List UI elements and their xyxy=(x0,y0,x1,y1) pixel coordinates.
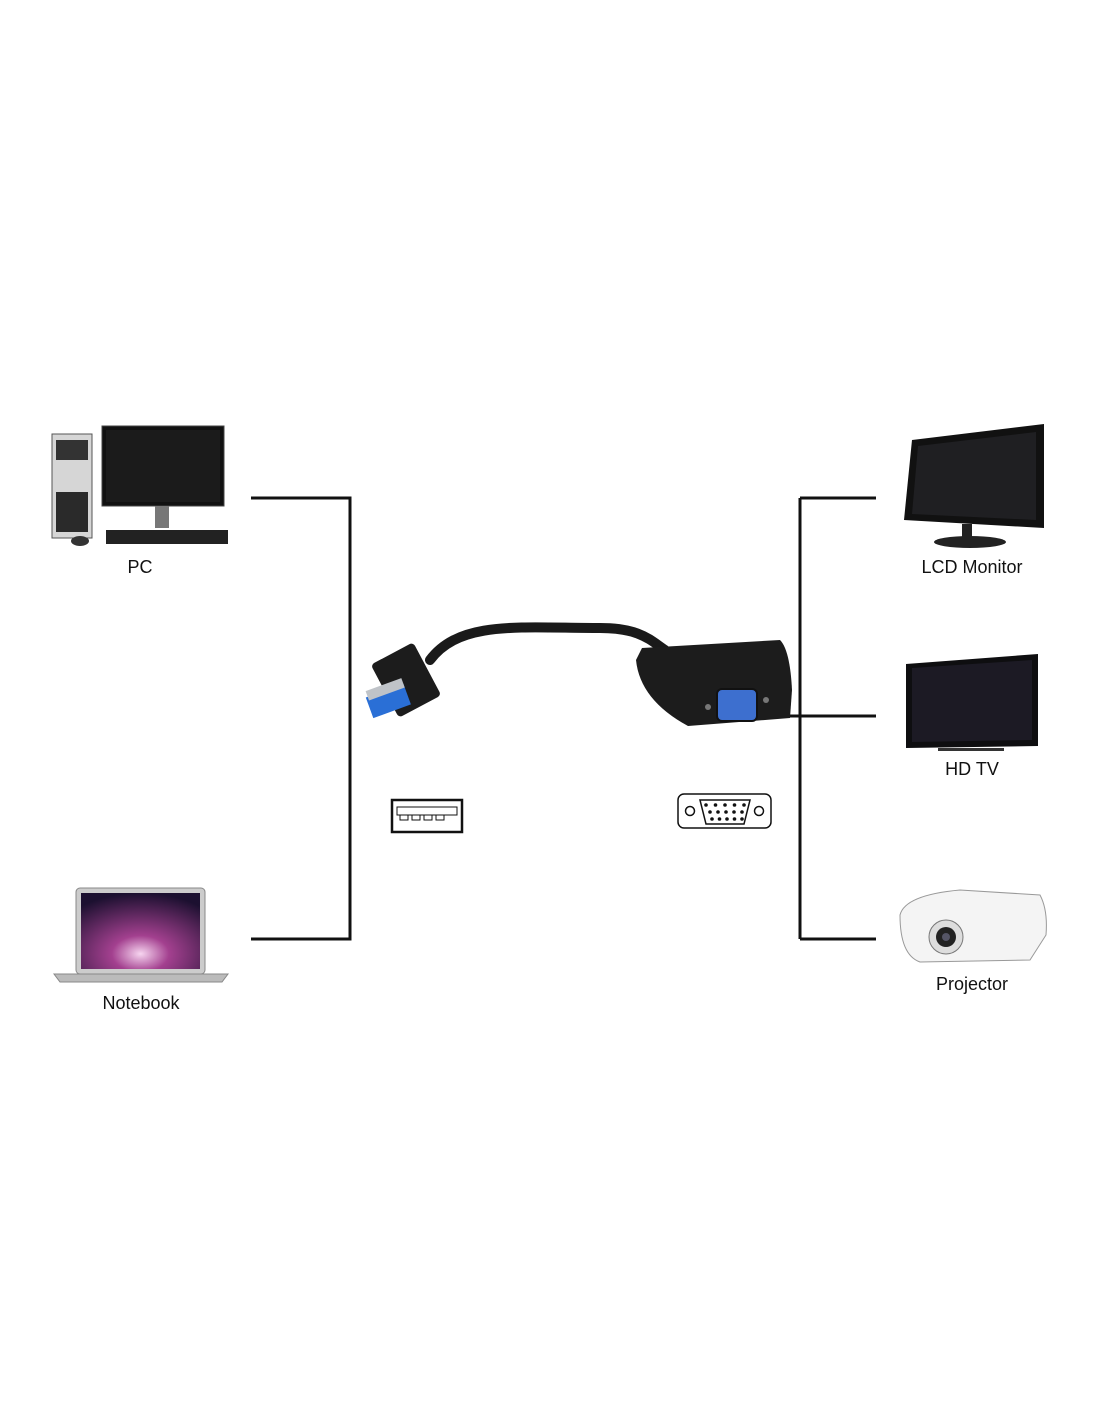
vga-pin xyxy=(724,810,728,814)
vga-pin xyxy=(708,810,712,814)
notebook-image xyxy=(53,887,229,983)
pc-label: PC xyxy=(127,557,153,577)
vga-pin xyxy=(713,803,718,807)
projector-image xyxy=(899,889,1047,963)
hdtv-image xyxy=(906,654,1038,751)
vga-pin xyxy=(740,817,744,821)
vga-pin xyxy=(717,817,722,821)
left-bracket-line xyxy=(251,496,352,941)
usb-vga-adapter xyxy=(365,622,792,726)
vga-pin xyxy=(704,803,708,807)
vga-port-blue xyxy=(716,688,758,722)
vga-pin xyxy=(732,810,736,814)
vga-pin xyxy=(742,803,746,807)
usb-plug-tip xyxy=(365,683,411,719)
vga-port-icon xyxy=(677,793,772,829)
pc-image xyxy=(51,425,228,546)
vga-pin xyxy=(723,803,727,807)
usb-port-icon xyxy=(390,798,464,834)
vga-pin xyxy=(725,817,729,821)
vga-pin xyxy=(716,810,720,814)
hdtv-label: HD TV xyxy=(945,759,999,779)
lcd-monitor-label: LCD Monitor xyxy=(921,557,1023,577)
vga-pin xyxy=(710,817,714,821)
vga-pin xyxy=(740,810,744,814)
vga-housing xyxy=(636,640,792,726)
adapter-cable xyxy=(425,622,670,665)
lcd-monitor-image xyxy=(904,424,1044,548)
notebook-label: Notebook xyxy=(102,993,180,1013)
vga-pin xyxy=(732,803,737,807)
projector-label: Projector xyxy=(935,974,1009,994)
vga-pin xyxy=(732,817,737,821)
